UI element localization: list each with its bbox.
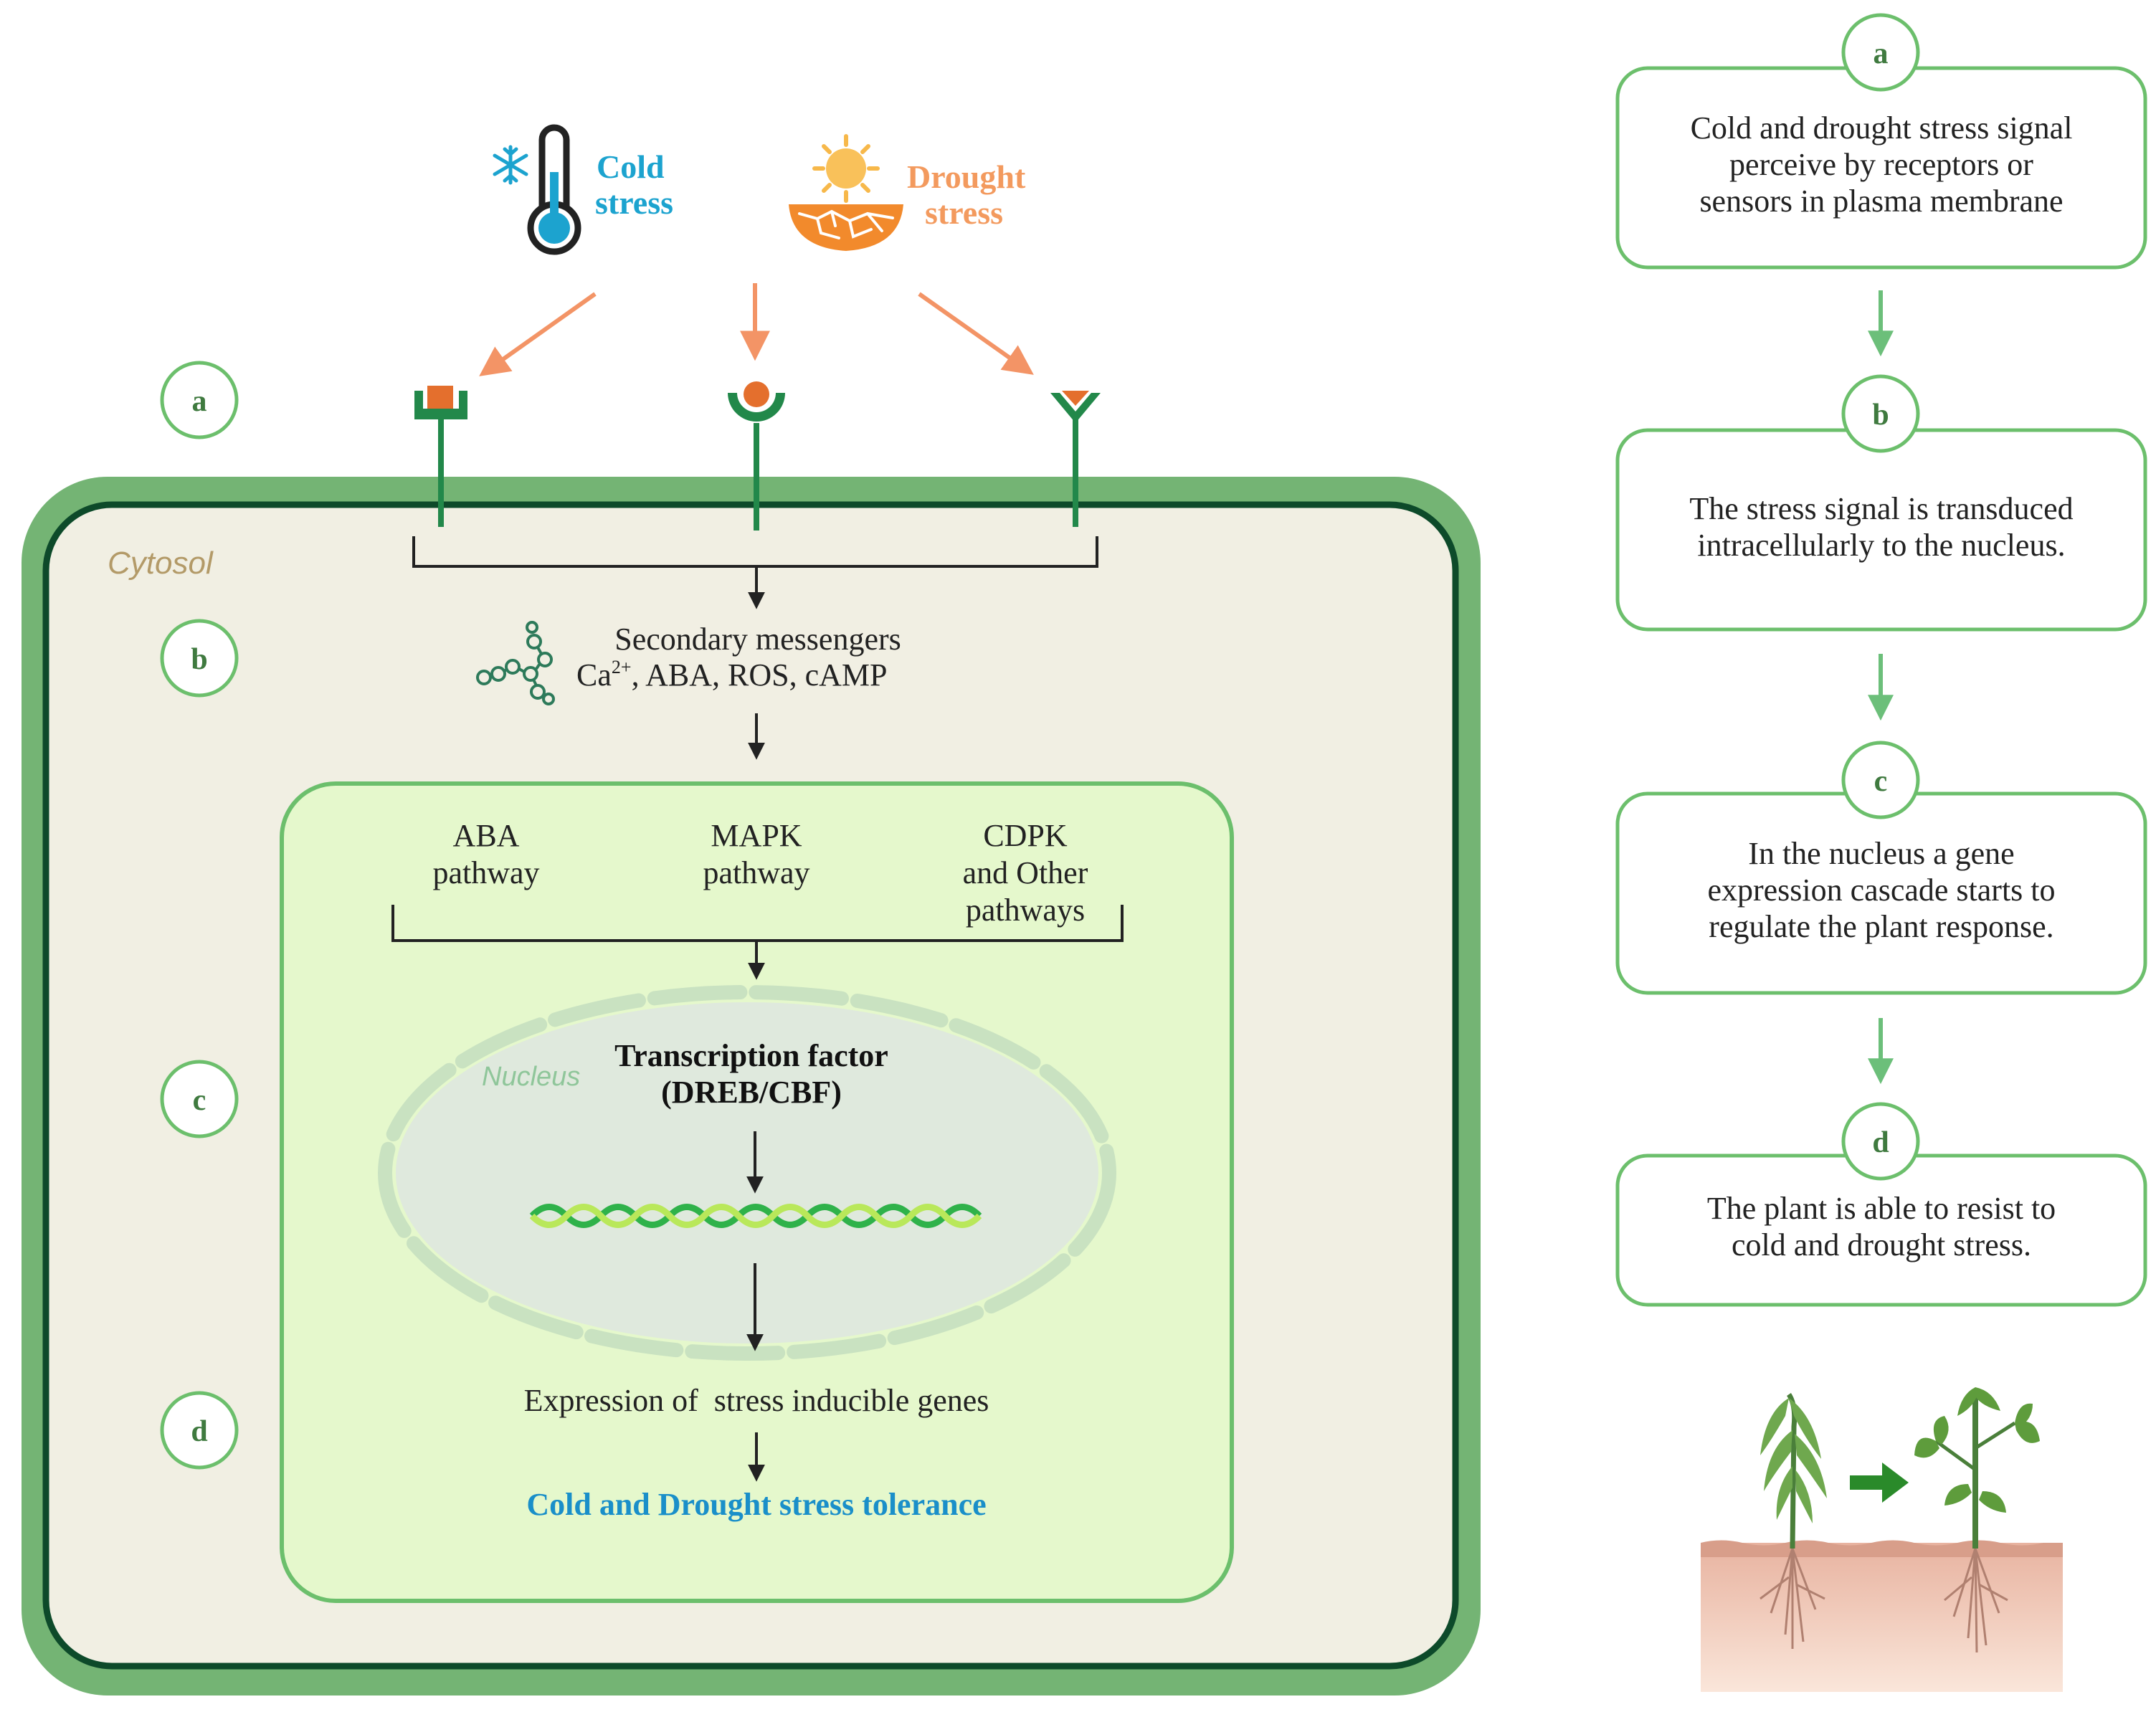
- flow-step-b-letter: b: [1872, 399, 1889, 432]
- flow-step-c-line-1: In the nucleus a gene: [1748, 836, 2014, 871]
- flow-step-a-line-1: Cold and drought stress signal: [1691, 110, 2073, 146]
- snowflake-icon: [493, 145, 528, 185]
- cold-stress: Cold stress: [493, 124, 673, 255]
- stress-tolerance-text: Cold and Drought stress tolerance: [526, 1487, 986, 1522]
- pathway-mapk-line-1: MAPK: [711, 818, 802, 853]
- pathway-cdpk-line-1: CDPK: [983, 818, 1068, 853]
- wilted-plant-icon: [1760, 1393, 1827, 1649]
- pathways: ABA pathway MAPK pathway CDPK and Other …: [432, 818, 1088, 928]
- pathway-bracket: [391, 905, 1124, 980]
- flow-step-a-line-2: perceive by receptors or: [1729, 147, 2033, 182]
- step-circle-c-letter: c: [193, 1084, 206, 1117]
- plant-illustration: [1701, 1387, 2063, 1692]
- flow-step-b-line-2: intracellularly to the nucleus.: [1697, 528, 2065, 563]
- receptor-3: [1050, 391, 1101, 527]
- step-circle-b-letter: b: [191, 643, 207, 676]
- step-circle-a-letter: a: [192, 385, 207, 418]
- step-circle-d-letter: d: [191, 1415, 207, 1448]
- pathway-cdpk-line-2: and Other: [963, 855, 1088, 890]
- transcription-factor-name: (DREB/CBF): [661, 1075, 842, 1110]
- recovery-arrow-icon: [1850, 1462, 1909, 1503]
- pathway-aba-line-1: ABA: [453, 818, 520, 853]
- healthy-plant-icon: [1914, 1387, 2040, 1653]
- receptor-2: [728, 381, 785, 531]
- sun-icon: [812, 134, 880, 203]
- pathway-cdpk: CDPK and Other pathways: [963, 818, 1088, 928]
- flow-step-a-letter: a: [1874, 37, 1889, 70]
- flow-step-d-line-1: The plant is able to resist to: [1707, 1191, 2056, 1226]
- transcription-factor-title: Transcription factor: [614, 1038, 888, 1073]
- gene-expression-text: Expression of stress inducible genes: [524, 1383, 989, 1418]
- step-circle-b: b: [160, 619, 239, 698]
- dna-icon: [529, 1204, 982, 1228]
- receptor-bracket: [412, 536, 1098, 609]
- stress-arrows: [479, 283, 1034, 376]
- pathway-mapk-line-2: pathway: [703, 855, 809, 890]
- drought-stress-label-2: stress: [925, 194, 1003, 231]
- left-step-circles: a b c d: [160, 361, 239, 1470]
- nucleus-label: Nucleus: [482, 1062, 580, 1092]
- pathway-mapk: MAPK pathway: [703, 818, 809, 890]
- flow-step-a-line-3: sensors in plasma membrane: [1699, 184, 2063, 219]
- pathway-aba-line-2: pathway: [432, 855, 539, 890]
- flow-step-c-line-2: expression cascade starts to: [1707, 872, 2055, 908]
- flow-step-a: a Cold and drought stress signal perceiv…: [1615, 13, 2147, 270]
- cracked-earth-icon: [789, 204, 903, 251]
- thermometer-icon: [527, 124, 581, 255]
- arrow-to-receptor-1: [479, 292, 597, 376]
- flow-chart: a Cold and drought stress signal perceiv…: [1615, 13, 2147, 1307]
- pathway-cdpk-line-3: pathways: [966, 893, 1085, 928]
- molecule-icon: [476, 621, 555, 705]
- flow-step-c-line-3: regulate the plant response.: [1709, 909, 2053, 944]
- receptor-1: [414, 386, 467, 527]
- drought-stress: Drought stress: [789, 134, 1026, 251]
- cytosol-label: Cytosol: [108, 546, 214, 581]
- flow-step-d-line-2: cold and drought stress.: [1732, 1227, 2031, 1262]
- receptors: [414, 381, 1101, 531]
- nuclear-envelope: [378, 985, 1116, 1361]
- soil: [1701, 1543, 2063, 1692]
- flow-step-c-letter: c: [1874, 765, 1888, 798]
- flow-step-b: b The stress signal is transduced intrac…: [1615, 374, 2147, 632]
- step-circle-d: d: [160, 1391, 239, 1470]
- flow-step-b-line-1: The stress signal is transduced: [1689, 491, 2073, 526]
- nucleus: [396, 1002, 1098, 1343]
- cold-stress-label-2: stress: [595, 184, 673, 221]
- flow-step-d-letter: d: [1872, 1126, 1889, 1159]
- messengers-title: Secondary messengers: [614, 622, 901, 657]
- flow-step-c: c In the nucleus a gene expression casca…: [1615, 741, 2147, 995]
- pathway-aba: ABA pathway: [432, 818, 539, 890]
- flow-step-d: d The plant is able to resist to cold an…: [1615, 1102, 2147, 1307]
- step-circle-c: c: [160, 1060, 239, 1138]
- arrow-to-receptor-3: [918, 292, 1034, 375]
- drought-stress-label-1: Drought: [907, 158, 1026, 195]
- step-circle-a: a: [160, 361, 239, 439]
- messengers-list: Ca2+, ABA, ROS, cAMP: [576, 657, 888, 693]
- cold-stress-label-1: Cold: [597, 148, 665, 185]
